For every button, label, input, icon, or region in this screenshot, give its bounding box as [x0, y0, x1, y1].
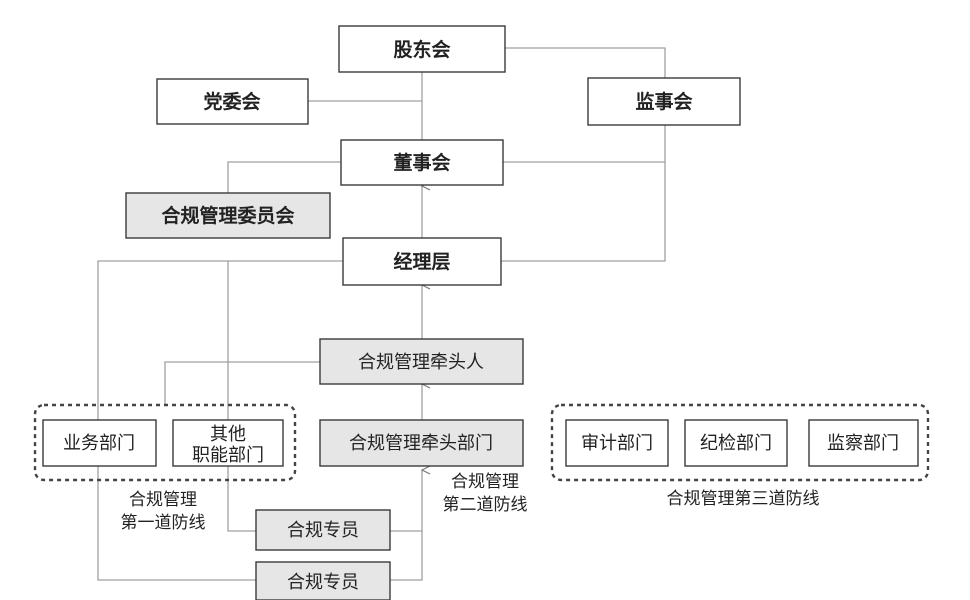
line-management-officer-1: [227, 261, 256, 532]
compliance-committee-label: 合规管理委员会: [161, 204, 294, 227]
inspection-dept-node[interactable]: 监察部门: [808, 419, 919, 467]
other-dept-label-1: 其他: [210, 424, 246, 445]
management-node[interactable]: 经理层: [342, 237, 502, 286]
compliance-officer-2-node[interactable]: 合规专员: [255, 561, 391, 600]
connectors: [97, 47, 666, 581]
compliance-lead-dept-node[interactable]: 合规管理牵头部门: [319, 419, 524, 467]
first-line-caption-1: 合规管理: [129, 490, 197, 510]
third-line-caption: 合规管理第三道防线: [667, 489, 820, 509]
compliance-officer-2-label: 合规专员: [287, 572, 359, 593]
board-node[interactable]: 董事会: [340, 139, 504, 186]
party-committee-label: 党委会: [203, 90, 260, 113]
supervisors-node[interactable]: 监事会: [587, 77, 741, 126]
first-line-group: [33, 403, 297, 482]
compliance-lead-dept-label: 合规管理牵头部门: [349, 433, 493, 454]
discipline-dept-node[interactable]: 纪检部门: [684, 419, 788, 467]
third-line-group: [550, 403, 930, 482]
arrow-officer-1-leaddept: [390, 470, 422, 532]
party-committee-node[interactable]: 党委会: [156, 78, 309, 125]
discipline-dept-label: 纪检部门: [700, 433, 772, 454]
other-dept-label-2: 职能部门: [192, 445, 264, 466]
line-officer-2-leaddept: [390, 531, 423, 581]
line-supervisors-board: [503, 125, 666, 163]
compliance-lead-label: 合规管理牵头人: [358, 352, 484, 373]
supervisors-label: 监事会: [635, 90, 692, 113]
line-board-compliance-committee: [227, 161, 342, 193]
compliance-committee-node[interactable]: 合规管理委员会: [125, 192, 331, 239]
second-line-caption-1: 合规管理: [451, 472, 519, 492]
inspection-dept-label: 监察部门: [827, 433, 899, 454]
audit-dept-node[interactable]: 审计部门: [565, 419, 669, 467]
compliance-officer-1-node[interactable]: 合规专员: [255, 509, 391, 551]
line-supervisors-management: [501, 162, 666, 262]
shareholders-node[interactable]: 股东会: [338, 25, 506, 73]
shareholders-label: 股东会: [393, 38, 450, 61]
management-label: 经理层: [393, 250, 450, 273]
compliance-lead-node[interactable]: 合规管理牵头人: [319, 338, 524, 385]
business-dept-label: 业务部门: [63, 433, 135, 454]
line-lead-first-line: [164, 361, 320, 406]
board-label: 董事会: [393, 151, 450, 174]
other-dept-node[interactable]: 其他 职能部门: [172, 419, 284, 467]
line-shareholders-supervisors: [505, 47, 666, 78]
audit-dept-label: 审计部门: [581, 433, 653, 454]
business-dept-node[interactable]: 业务部门: [42, 419, 157, 467]
first-line-caption-2: 第一道防线: [121, 513, 206, 533]
compliance-officer-1-label: 合规专员: [287, 520, 359, 541]
second-line-caption-2: 第二道防线: [443, 495, 528, 515]
